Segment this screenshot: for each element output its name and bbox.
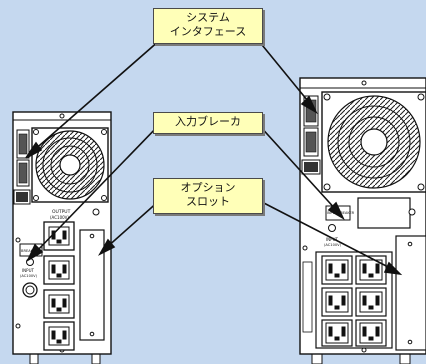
option-slot-callout: オプション スロット	[153, 178, 263, 214]
left-cooling-fan	[31, 127, 109, 203]
input-breaker-label: 入力ブレーカ	[175, 115, 241, 128]
right-cooling-fan	[321, 91, 426, 193]
left-option-slot	[79, 208, 105, 341]
right-input-sub-label: (AC100V)	[324, 243, 342, 247]
left-input-sub-label: (AC100V)	[20, 274, 38, 278]
left-output-sub-label: (AC100V)	[50, 215, 69, 220]
left-ups-unit: OUTPUT (AC100V)	[12, 111, 112, 364]
input-breaker-callout: 入力ブレーカ	[153, 112, 263, 134]
callout-arrows	[25, 39, 403, 276]
right-blank-plate	[357, 197, 411, 229]
system-interface-label-line1: システム	[186, 11, 230, 24]
right-option-slot	[395, 235, 426, 351]
right-ups-unit: INPUT BREAKER INPUT (AC100V)	[299, 77, 426, 364]
system-interface-callout: システム インタフェース	[153, 8, 263, 44]
left-system-interface-port	[13, 129, 31, 205]
right-outlet-group	[315, 251, 393, 349]
option-slot-label-line2: スロット	[186, 195, 230, 208]
option-slot-label-line1: オプション	[180, 181, 236, 194]
left-breaker-label: BREAKER	[21, 249, 38, 253]
left-outlet-group	[43, 221, 75, 351]
right-input-label: INPUT	[326, 237, 339, 242]
left-input-label: INPUT	[22, 268, 35, 273]
system-interface-label-line2: インタフェース	[169, 25, 247, 38]
left-output-label: OUTPUT	[52, 209, 71, 215]
